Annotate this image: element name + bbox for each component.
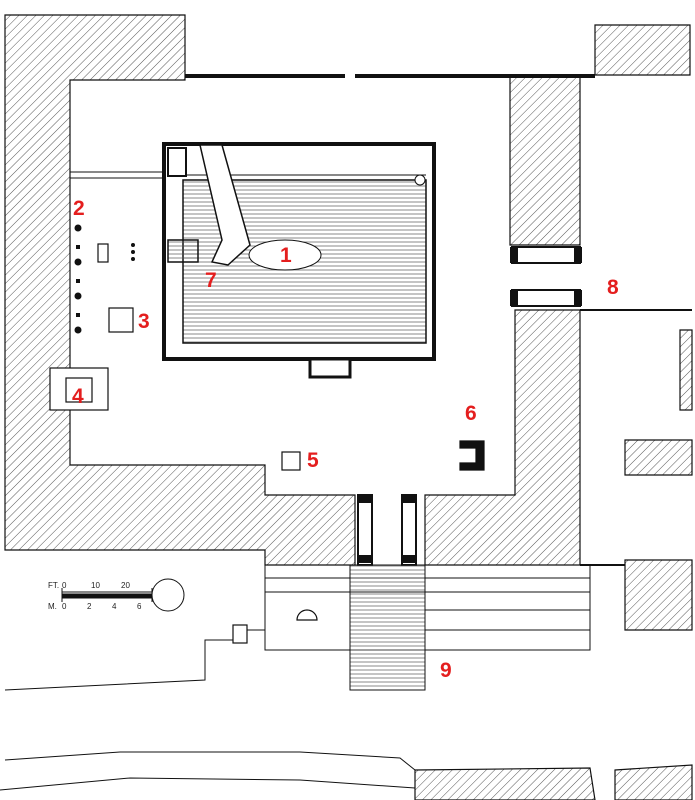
label-9: 9 [440,659,452,682]
label-2: 2 [73,197,85,220]
label-3: 3 [138,310,150,333]
scale-bar [61,578,185,612]
gateways [357,246,581,566]
scale-m-tick: 4 [112,602,117,611]
terraces-and-stairs [264,564,591,691]
column-bases [74,224,135,334]
scale-ft-label: FT. [48,581,60,590]
label-5: 5 [307,449,319,472]
label-1: 1 [280,244,292,267]
label-6: 6 [465,402,477,425]
label-7: 7 [205,269,217,292]
label-4: 4 [72,385,84,408]
hatched-walls [4,14,693,800]
label-8: 8 [607,276,619,299]
scale-ft-tick: 20 [121,581,130,590]
scale-m-tick: 0 [62,602,67,611]
features [49,243,485,644]
temple-building [162,142,436,379]
scale-m-tick: 2 [87,602,92,611]
scale-ft-tick: 0 [62,581,67,590]
scale-m-tick: 6 [137,602,142,611]
scale-m-label: M. [48,602,57,611]
scale-ft-tick: 10 [91,581,100,590]
